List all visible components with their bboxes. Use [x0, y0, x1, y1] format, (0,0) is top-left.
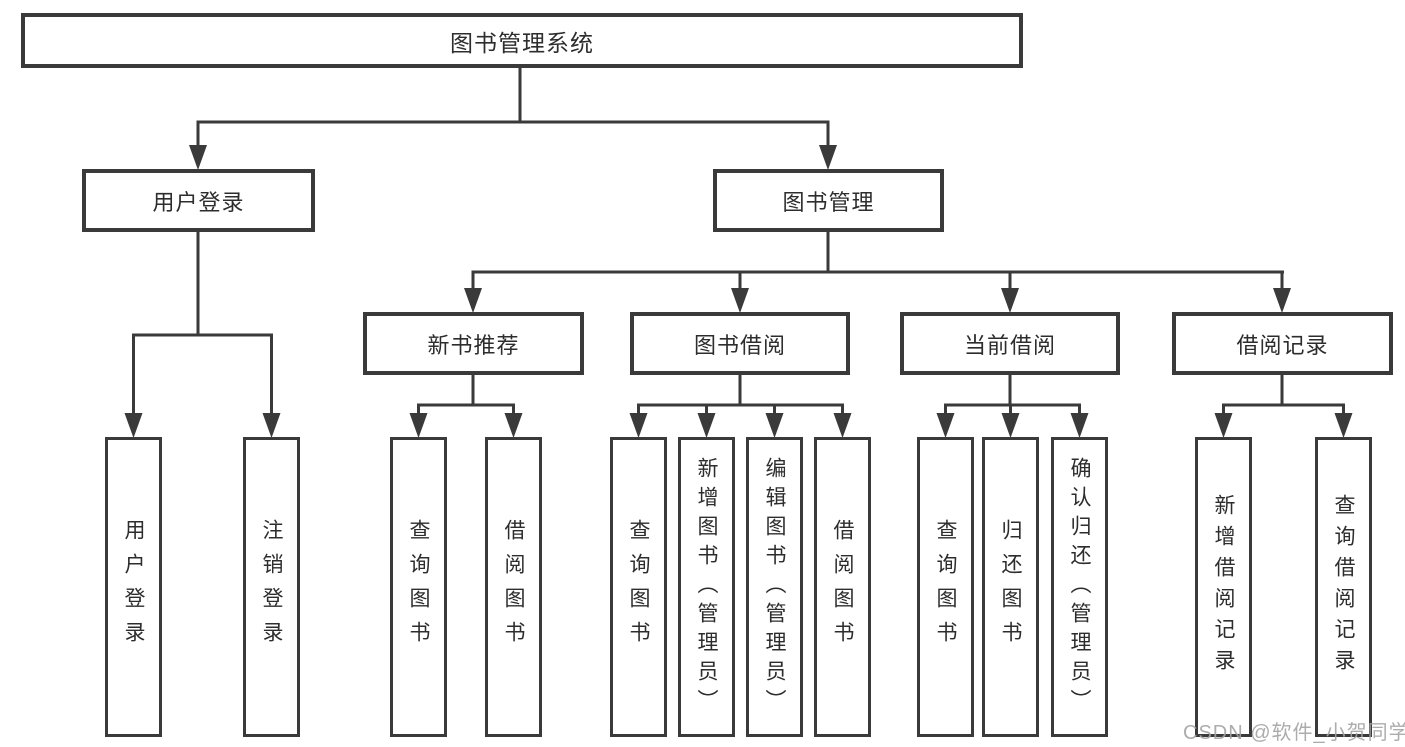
leaf-borrow-edit-books-admin: 编辑图书（管理员）: [746, 437, 803, 737]
node-book-borrow: 图书借阅: [630, 312, 850, 375]
node-current-borrow: 当前借阅: [900, 312, 1120, 375]
leaf-records-query-record: 查询借阅记录: [1315, 437, 1372, 737]
node-new-book-recommend: 新书推荐: [363, 312, 584, 375]
watermark: CSDN @软件_小贺同学: [1183, 722, 1405, 744]
leaf-borrow-query-books: 查询图书: [610, 437, 667, 737]
leaf-borrow-add-books-admin: 新增图书（管理员）: [678, 437, 735, 737]
node-book-management: 图书管理: [713, 169, 944, 232]
leaf-borrow-borrow-books: 借阅图书: [814, 437, 871, 737]
leaf-user-login: 用户登录: [105, 437, 162, 737]
leaf-current-return-books: 归还图书: [982, 437, 1039, 737]
leaf-current-query-books: 查询图书: [917, 437, 974, 737]
node-root: 图书管理系统: [21, 13, 1023, 68]
node-borrow-records: 借阅记录: [1172, 312, 1393, 375]
leaf-records-add-record: 新增借阅记录: [1195, 437, 1252, 737]
leaf-current-confirm-return-admin: 确认归还（管理员）: [1051, 437, 1108, 737]
leaf-recommend-borrow-books: 借阅图书: [485, 437, 542, 737]
arrowheads: [124, 145, 1353, 438]
leaf-recommend-query-books: 查询图书: [390, 437, 447, 737]
node-user-login: 用户登录: [82, 169, 315, 232]
leaf-logout: 注销登录: [243, 437, 300, 737]
